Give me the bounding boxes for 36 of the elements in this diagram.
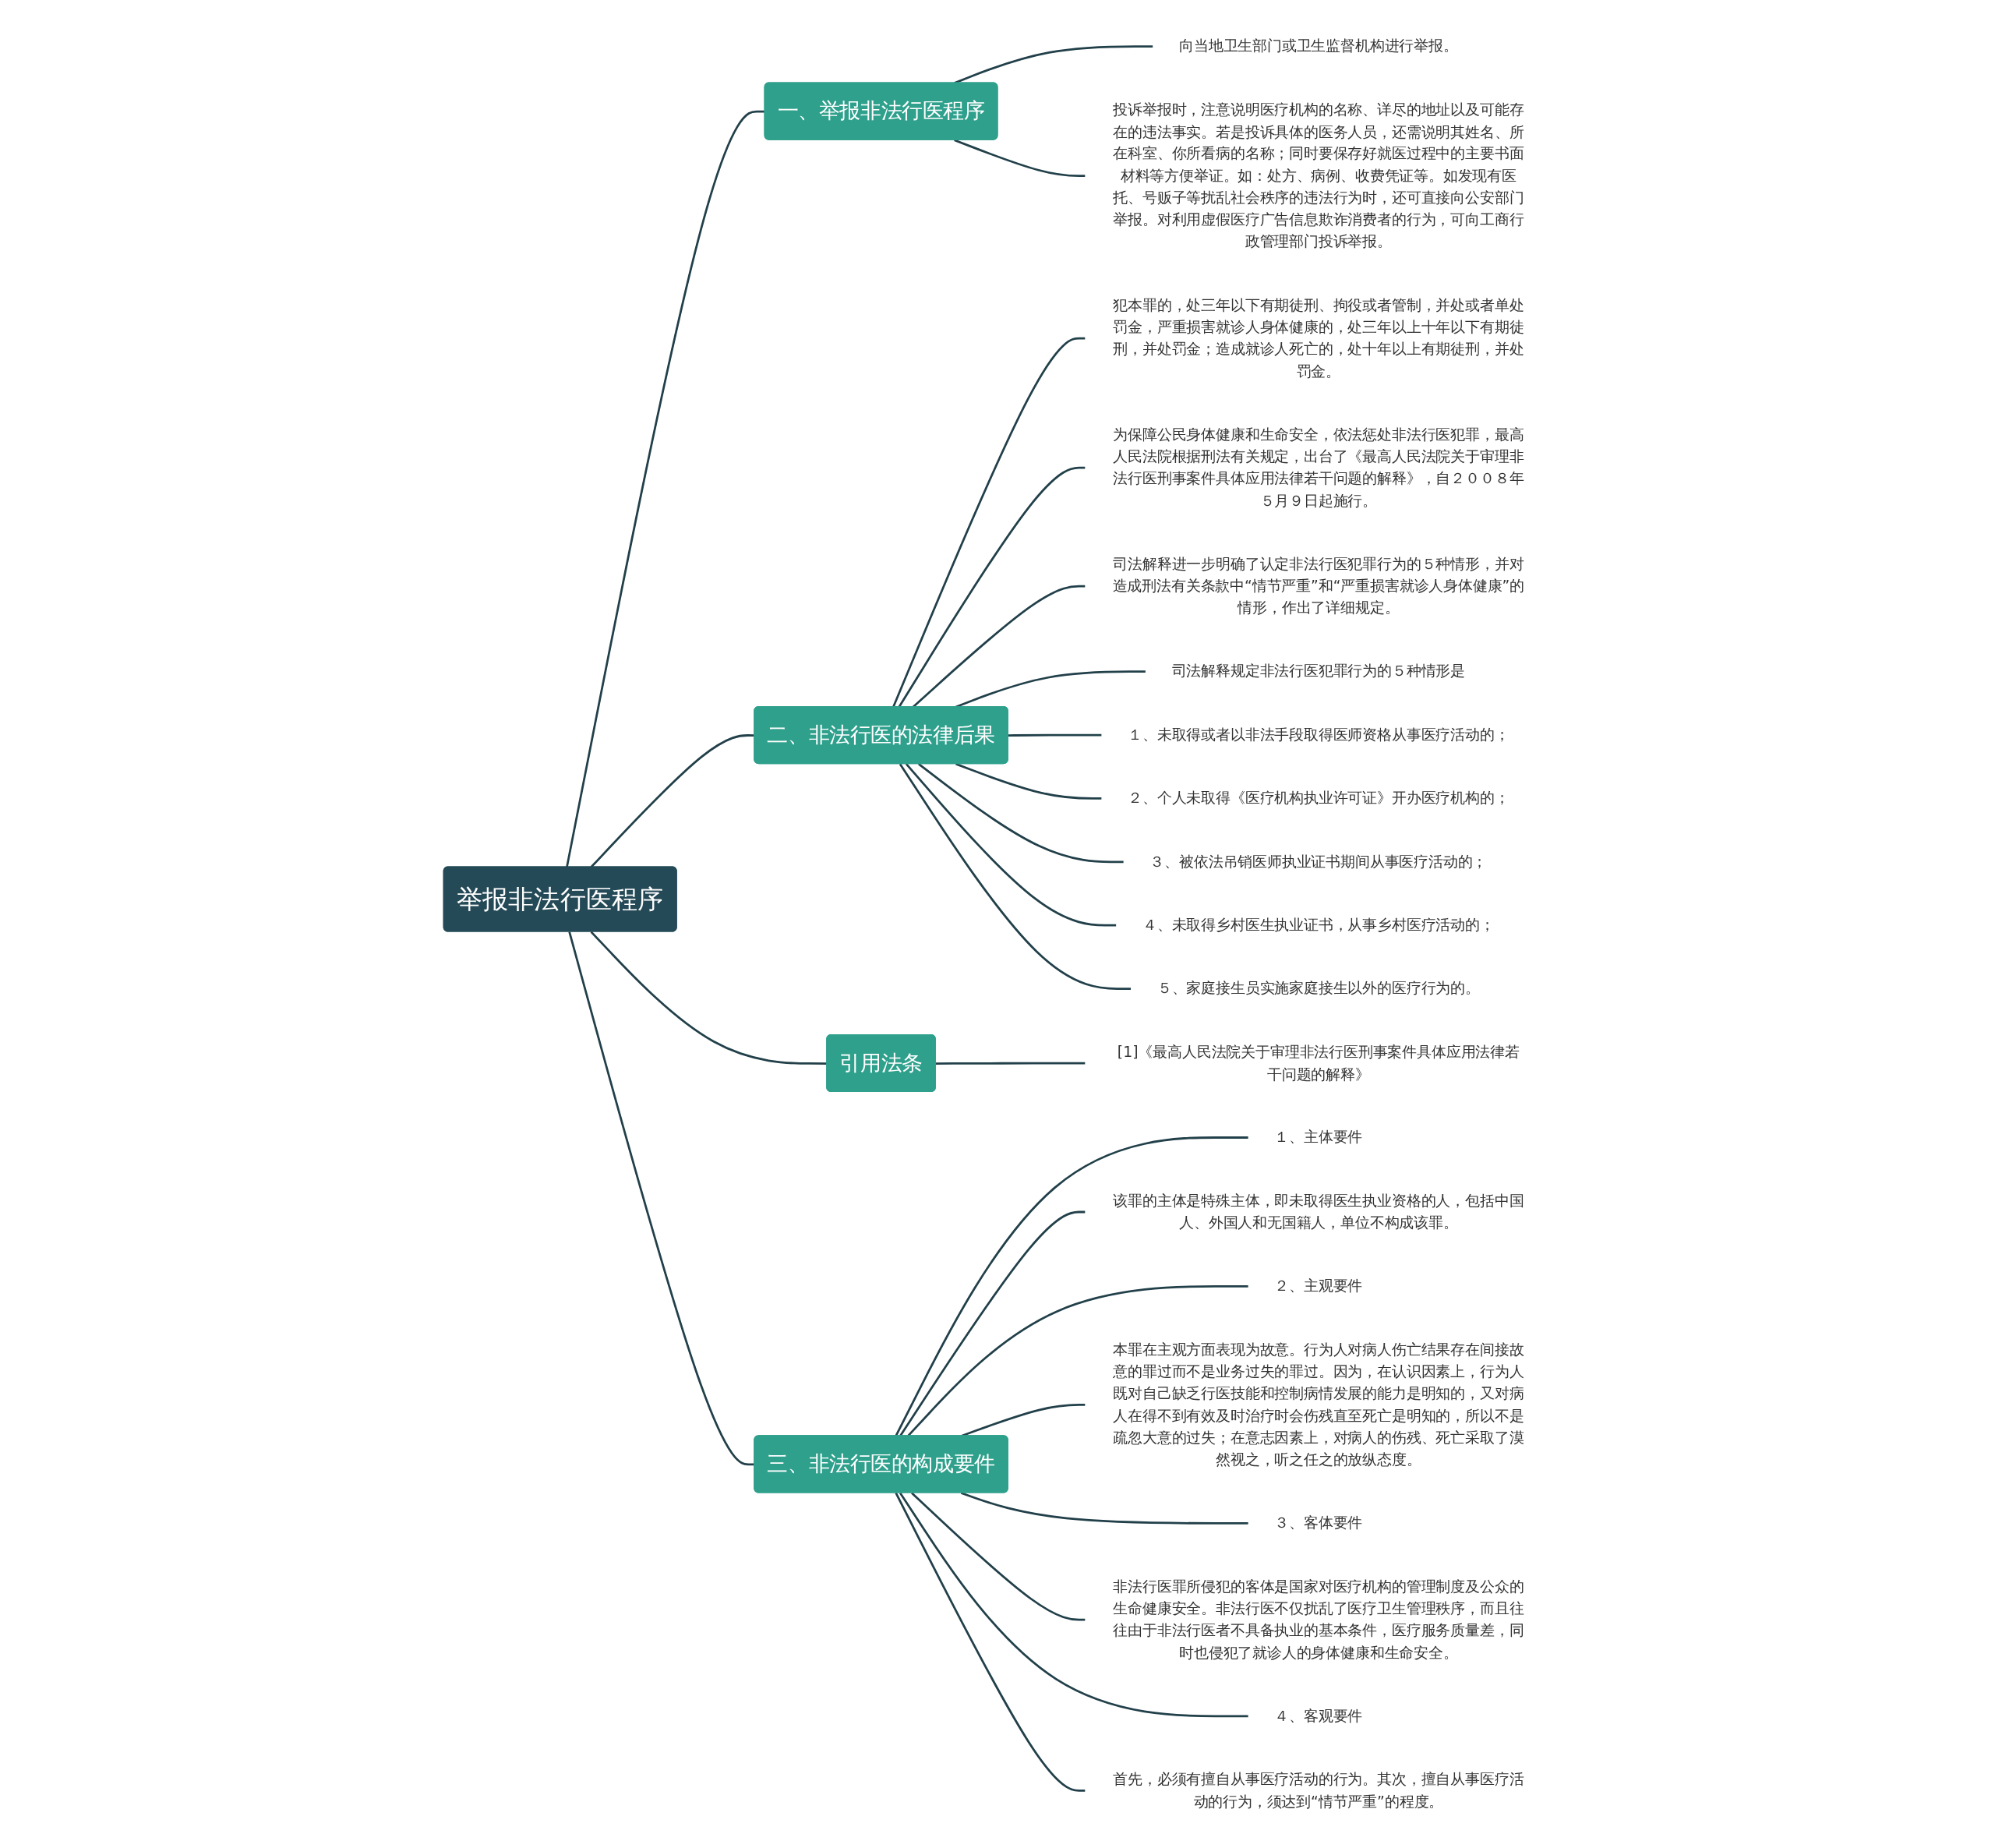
node-text: [1]《最高人民法院关于审理非法行医刑事案件具体应用法律若干问题的解释》 [1117,1043,1520,1083]
node-text: 司法解释进一步明确了认定非法行医犯罪行为的５种情形，并对造成刑法有关条款中“情节严重”和“严重损害就诊人身体健康”的情形，作出了详细规定。 [1112,554,1525,617]
connector [960,1492,1249,1525]
node-text: １、未取得或者以非法手段取得医师资格从事医疗活动的； [1128,726,1509,744]
connector [895,1492,1086,1792]
node-text: 非法行医罪所侵犯的客体是国家对医疗机构的管理制度及公众的生命健康安全。非法行医不仅扰乱了医疗卫生管理秩序，而且往往由于非法行医者不具备执业的基本条件，医疗服务质量差，同时也侵犯了就诊人的身体健康和生命安全。 [1113,1577,1524,1661]
node-text: 本罪在主观方面表现为故意。行为人对病人伤亡结果存在间接故意的罪过而不是业务过失的罪过。因为，在认识因素上，行为人既对自己缺乏行医技能和控制病情发展的能力是明知的，又对病人在得不到有效及时治疗时会伤残直至死亡是明知的，所以不是疏忽大意的过失；在意志因素上，对病人的伤残、死亡采取了漠然视之，听之任之的放纵态度。 [1113,1340,1524,1468]
node-text: 向当地卫生部门或卫生监督机构进行举报。 [1179,37,1458,55]
connector [911,1492,1086,1621]
node-text: 犯本罪的，处三年以下有期徒刑、拘役或者管制，并处或者单处罚金，严重损害就诊人身体健康的，处三年以上十年以下有期徒刑，并处罚金；造成就诊人死亡的，处十年以上有期徒刑，并处罚金。 [1113,295,1524,380]
connector [935,1062,1086,1065]
node-text: ３、客体要件 [1274,1514,1363,1532]
node-text: 司法解释规定非法行医犯罪行为的５种情形是 [1171,662,1466,680]
node-text: １、主体要件 [1274,1128,1363,1146]
connector [955,762,1102,800]
node-text: ５、家庭接生员实施家庭接生以外的医疗行为的。 [1156,979,1480,997]
connector [1008,733,1102,737]
connector [954,45,1153,84]
node-text: ４、未取得乡村医生执业证书，从事乡村医疗活动的； [1142,916,1495,934]
connector [905,763,1117,927]
node-text: 首先，必须有擅自从事医疗活动的行为。其次，擅自从事医疗活动的行为，须达到“情节严重”的程度。 [1113,1770,1524,1810]
mind-map-drawing: 举报非法行医程序 一、举报非法行医程序 向当地卫生部门或卫生监督机构进行举报。 投诉举报时，注意说明医疗机构的名称、详尽的地址以及可能存在的违法事实。若是投诉具体的医务人员，还需说明其姓名、所在科室、你所看病的名称；同时要保存好就医过程中的主要书面材料等方便举证。如：处方、病例、收费凭证等。如发现有医托、号贩子等扰乱社会秩序的违法行为时，还可直接向公安部门举报。对利用虚假医疗广告信息欺诈消费者的行为，可向工商行政管理部门投诉举报。 二、非法行医的法律后果 犯本罪的，处三年以下有期徒刑、拘役或者管制，并处或者单处罚金，严重损害就诊人身体健康的，处三年以上十年以下有期徒刑，并处罚金；造成就诊人死亡的，处十年以上有期徒刑，并处罚金。 为保障公民身体健康和生命安全，依法惩处非法行医犯罪，最高人民法院根据刑法有关规定，出台了《最高人民法院关于审理非法行医刑事案件具体应用法律若干问题的解释》，自２００８年５月９日起施行。 司法解释进一步明确了认定非法行医犯罪行为的５种情形，并对造成刑法有关条款中“情节严重”和“严重损害就诊人身体健康”的情形，作出了详细规定。 司法解释规定非法行医犯罪行为的５种情形是 １、未取得或者以非法手段取得医师资格从事医疗活动的； ２、个人未取得《医疗机构执业许可证》开办医疗机构的； ３、被依法吊销医师执业证书期间从事医疗活动的； ４、未取得乡村医生执业证书，从事乡村医疗活动的； ５、家庭接生员实施家庭接生以外的医疗行为的。 引用法条 [1]《最高人民法院关于审理非法行医刑事案件具体应用法律若干问题的解释》 三、非法行医的构成要件 １、主体要件 该罪的主体是特殊主体，即未取得医生执业资格的人，包括中国人、外国人和无国籍人，单位不构成该罪。 ２、主观要件 本罪在主观方面表现为故意。行为人对病人伤亡结果存在间接故意的罪过而不是业务过失的罪过。因为，在认识因素上，行为人既对自己缺乏行医技能和控制病情发展的能力是明知的，又对病人在得不到有效及时治疗时会伤残直至死亡是明知的，所以不是疏忽大意的过失；在意志因素上，对病人的伤残、死亡采取了漠然视之，听之任之的放纵态度。 ３、客体要件 非法行医罪所侵犯的客体是国家对医疗机构的管理制度及公众的生命健康安全。非法行医不仅扰乱了医疗卫生管理秩序，而且往往由于非法行医者不具备执业的基本条件，医疗服务质量差，同时也侵犯了就诊人的身体健康和生命安全。 ４、客观要件 首先，必须有擅自从事医疗活动的行为。其次，擅自从事医疗活动的行为，须达到“情节严重”的程度。 [16,16,1979,1832]
connector [899,763,1132,990]
connector [954,139,1086,178]
node-text: 为保障公民身体健康和生命安全，依法惩处非法行医犯罪，最高人民法院根据刑法有关规定，出台了《最高人民法院关于审理非法行医刑事案件具体应用法律若干问题的解释》，自２００８年５月９日起施行。 [1113,425,1524,509]
connector [917,763,1125,864]
node-text: ４、客观要件 [1274,1706,1363,1725]
node-text: ２、个人未取得《医疗机构执业许可证》开办医疗机构的； [1128,789,1509,807]
node-text: ３、被依法吊销医师执业证书期间从事医疗活动的； [1149,852,1488,871]
connector [892,337,1086,708]
connector [898,466,1086,708]
node-text: 该罪的主体是特殊主体，即未取得医生执业资格的人，包括中国人、外国人和无国籍人，单位不构成该罪。 [1113,1191,1524,1231]
node-text: ２、主观要件 [1274,1277,1363,1295]
connector [899,1492,1249,1718]
node-text: 投诉举报时，注意说明医疗机构的名称、详尽的地址以及可能存在的违法事实。若是投诉具体的医务人员，还需说明其姓名、所在科室、你所看病的名称；同时要保存好就医过程中的主要书面材料等方便举证。如：处方、病例、收费凭证等。如发现有医托、号贩子等扰乱社会秩序的违法行为时，还可直接向公安部门举报。对利用虚假医疗广告信息欺诈消费者的行为，可向工商行政管理部门投诉举报。 [1113,101,1524,250]
connector [566,110,765,867]
